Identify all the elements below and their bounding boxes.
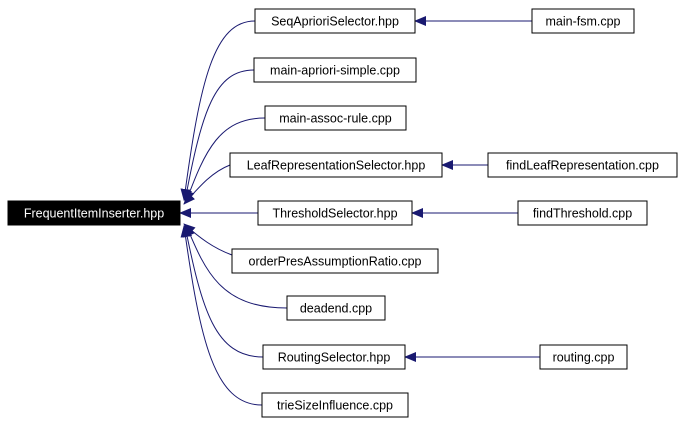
node-threshold-selector-label: ThresholdSelector.hpp xyxy=(272,207,397,221)
node-find-threshold-label: findThreshold.cpp xyxy=(533,207,632,221)
edge-order-pres-assumption-ratio xyxy=(183,223,233,256)
node-deadend[interactable]: deadend.cpp xyxy=(286,295,386,321)
node-seq-apriori-selector[interactable]: SeqAprioriSelector.hpp xyxy=(254,8,416,34)
node-routing[interactable]: routing.cpp xyxy=(539,344,628,370)
node-routing-label: routing.cpp xyxy=(553,351,615,365)
node-deadend-label: deadend.cpp xyxy=(300,302,372,316)
node-main-fsm[interactable]: main-fsm.cpp xyxy=(531,8,635,34)
node-main-apriori-simple[interactable]: main-apriori-simple.cpp xyxy=(253,57,417,83)
node-threshold-selector[interactable]: ThresholdSelector.hpp xyxy=(257,200,413,226)
node-root-label: FrequentItemInserter.hpp xyxy=(24,207,164,221)
node-leaf-representation-selector-label: LeafRepresentationSelector.hpp xyxy=(247,159,426,173)
node-root[interactable]: FrequentItemInserter.hpp xyxy=(7,200,181,226)
node-order-pres-assumption-ratio-label: orderPresAssumptionRatio.cpp xyxy=(249,255,422,269)
edge-seq-apriori-selector xyxy=(180,20,256,201)
node-main-assoc-rule[interactable]: main-assoc-rule.cpp xyxy=(264,105,407,131)
edges-third-level xyxy=(404,16,540,362)
node-main-apriori-simple-label: main-apriori-simple.cpp xyxy=(270,64,400,78)
edge-routing-selector xyxy=(182,225,264,358)
edge-main-assoc-rule xyxy=(185,117,266,203)
node-trie-size-influence[interactable]: trieSizeInfluence.cpp xyxy=(261,392,409,418)
node-order-pres-assumption-ratio[interactable]: orderPresAssumptionRatio.cpp xyxy=(231,248,439,274)
node-find-leaf-representation-label: findLeafRepresentation.cpp xyxy=(506,159,659,173)
node-find-threshold[interactable]: findThreshold.cpp xyxy=(517,200,648,226)
edge-trie-size-influence xyxy=(180,225,263,406)
edge-main-apriori-simple xyxy=(182,69,255,202)
node-leaf-representation-selector[interactable]: LeafRepresentationSelector.hpp xyxy=(229,152,443,178)
edge-leaf-representation-selector xyxy=(183,164,231,205)
node-find-leaf-representation[interactable]: findLeafRepresentation.cpp xyxy=(487,152,678,178)
edge-deadend xyxy=(185,224,288,309)
node-routing-selector-label: RoutingSelector.hpp xyxy=(278,351,391,365)
node-trie-size-influence-label: trieSizeInfluence.cpp xyxy=(277,399,393,413)
node-routing-selector[interactable]: RoutingSelector.hpp xyxy=(262,344,406,370)
node-seq-apriori-selector-label: SeqAprioriSelector.hpp xyxy=(271,15,399,29)
node-main-fsm-label: main-fsm.cpp xyxy=(545,15,620,29)
node-main-assoc-rule-label: main-assoc-rule.cpp xyxy=(279,112,392,126)
edges-to-root xyxy=(179,20,288,406)
